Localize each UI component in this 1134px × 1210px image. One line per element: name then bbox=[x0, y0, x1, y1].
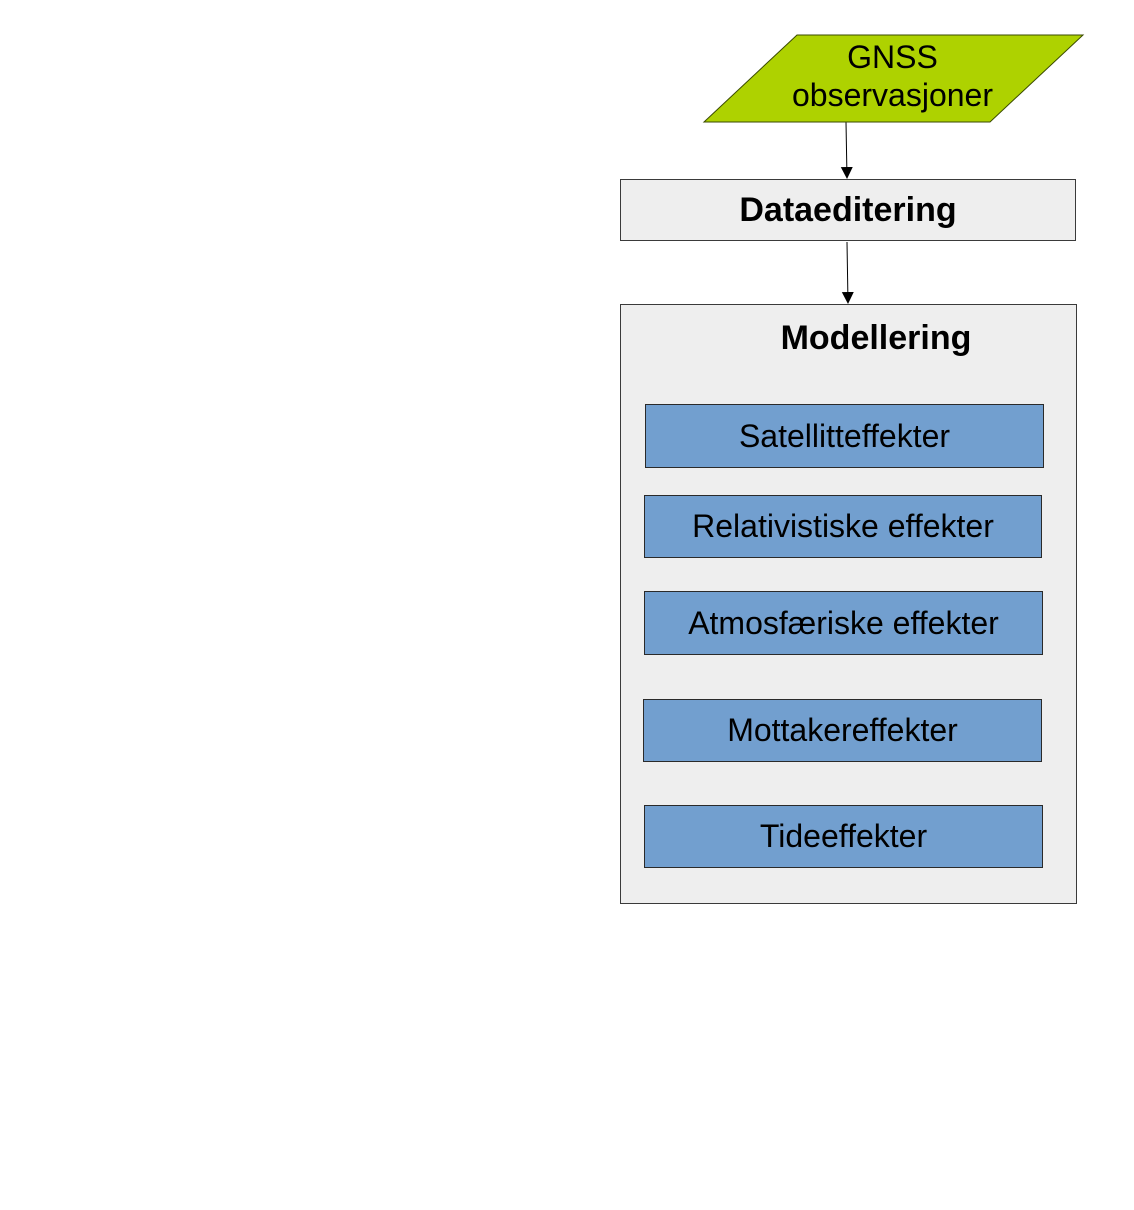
effect-relativistic: Relativistiske effekter bbox=[644, 495, 1042, 558]
arrow-editing-to-modelling bbox=[841, 241, 854, 304]
arrow-input-to-editing bbox=[840, 121, 853, 179]
input-label-line2: observasjoner bbox=[792, 77, 993, 113]
step-modelling: Modellering Satellitteffekter Relativist… bbox=[620, 304, 1077, 904]
effect-tide: Tideeffekter bbox=[644, 805, 1043, 868]
effect-atmospheric: Atmosfæriske effekter bbox=[644, 591, 1043, 655]
step-data-editing: Dataeditering bbox=[620, 179, 1076, 241]
effect-satellite: Satellitteffekter bbox=[645, 404, 1044, 468]
input-label-line1: GNSS bbox=[847, 39, 938, 75]
step-data-editing-label: Dataeditering bbox=[739, 190, 957, 229]
input-label: GNSS observasjoner bbox=[760, 38, 1025, 114]
step-modelling-label: Modellering bbox=[780, 319, 972, 357]
effect-receiver: Mottakereffekter bbox=[643, 699, 1042, 762]
